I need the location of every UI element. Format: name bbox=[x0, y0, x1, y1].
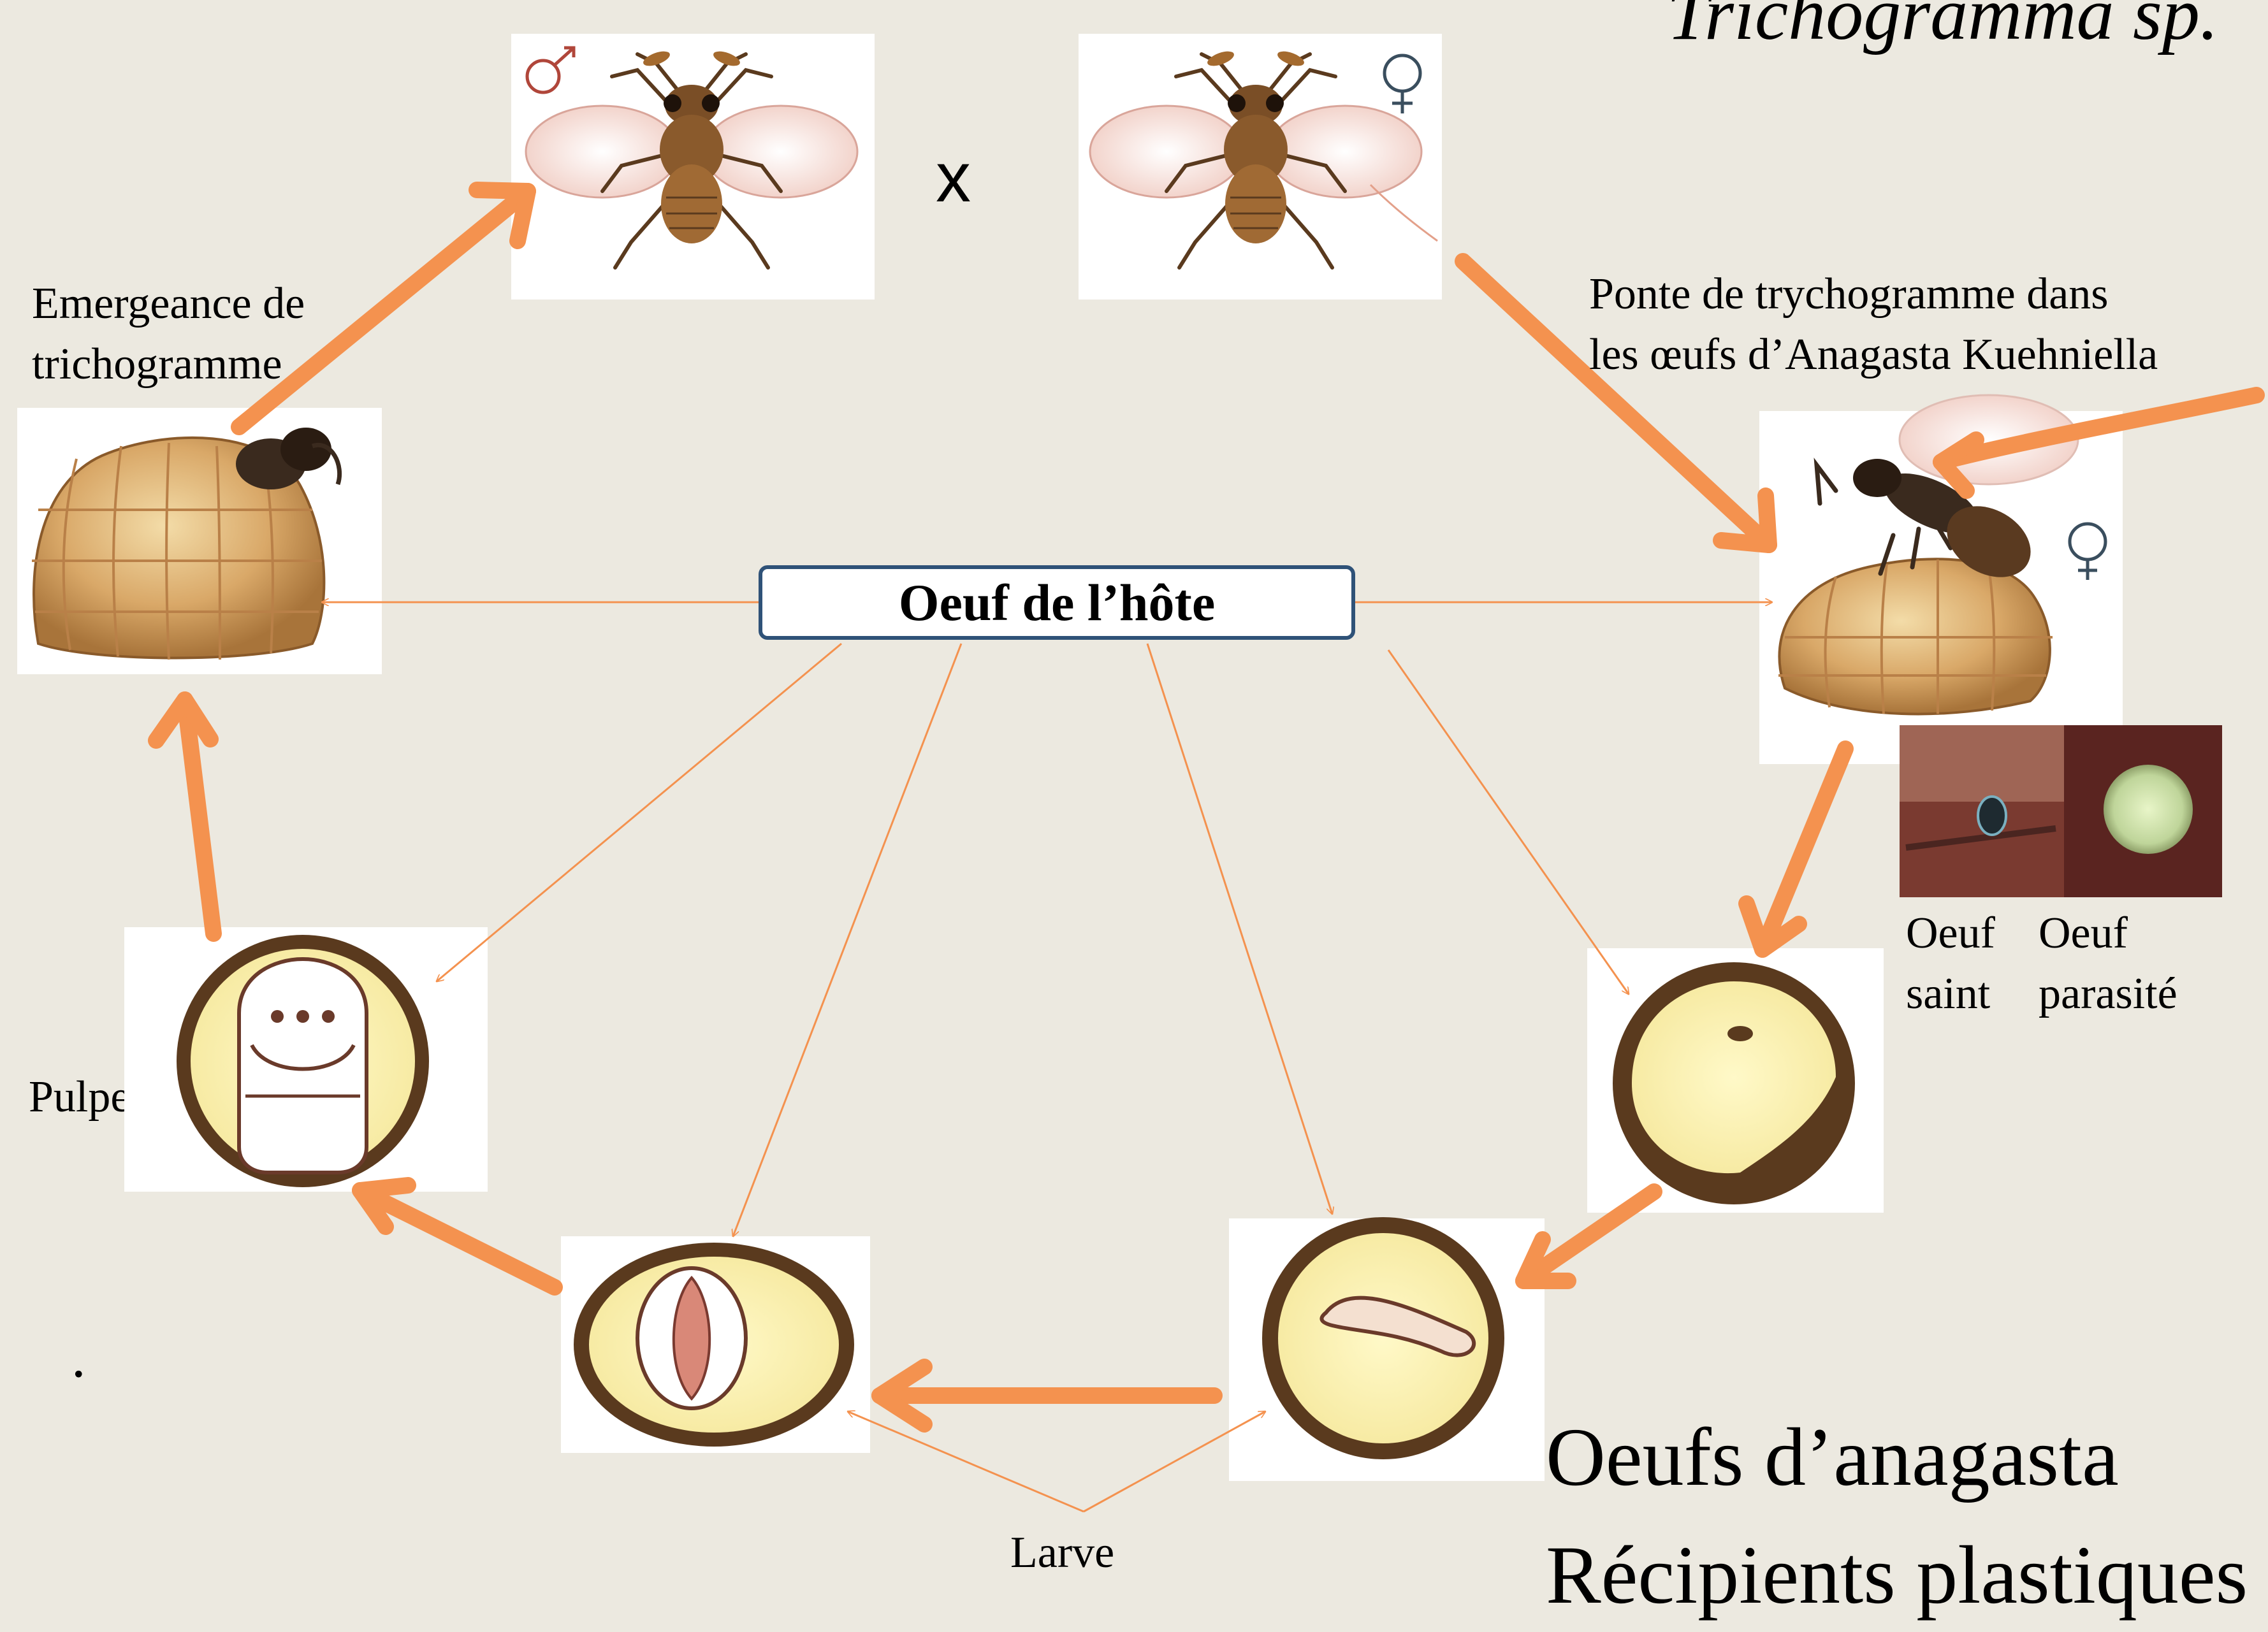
early-parasitized-egg-icon bbox=[1613, 962, 1855, 1204]
thin-arrow-to-parasitized-egg bbox=[1388, 650, 1629, 994]
pupa-icon bbox=[177, 935, 429, 1187]
parasitized-egg-photo bbox=[2064, 725, 2222, 897]
diagram-title: Trichogramma sp. bbox=[1667, 0, 2218, 64]
host-egg-box: Oeuf de l’hôte bbox=[759, 565, 1355, 640]
thin-arrow-to-larva-right bbox=[1147, 644, 1332, 1214]
larva-label: Larve bbox=[1010, 1523, 1114, 1584]
emergence-label: Emergeance de trichogramme bbox=[32, 274, 305, 394]
thick-arrow-pupa-to-emergence bbox=[156, 700, 214, 934]
thick-arrow-larva-right-to-left bbox=[880, 1367, 1214, 1424]
thin-arrow-larve-left bbox=[848, 1412, 1084, 1512]
healthy-egg-label: Oeuf saint bbox=[1906, 904, 1995, 1024]
thick-arrow-oviposition-to-parasitized bbox=[1747, 749, 1845, 950]
plastic-containers-text: Récipients plastiques bbox=[1546, 1520, 2248, 1632]
host-egg-label: Oeuf de l’hôte bbox=[899, 573, 1215, 633]
parasitized-egg-label: Oeuf parasité bbox=[2039, 904, 2177, 1024]
pupa-label: Pulpe bbox=[29, 1067, 124, 1128]
healthy-egg-photo bbox=[1900, 725, 2064, 897]
larva-icon-left bbox=[574, 1243, 854, 1447]
thin-arrow-to-larva-left bbox=[733, 644, 961, 1236]
oviposition-label: Ponte de trychogramme dans les œufs d’An… bbox=[1589, 264, 2158, 385]
larva-icon-right bbox=[1262, 1217, 1504, 1459]
thin-arrow-to-pupa bbox=[437, 644, 841, 981]
cross-symbol: x bbox=[936, 131, 971, 226]
dot-mark: . bbox=[71, 1319, 86, 1397]
thick-arrow-larva-to-pupa bbox=[360, 1185, 555, 1287]
anagasta-eggs-text: Oeufs d’anagasta bbox=[1546, 1402, 2119, 1514]
